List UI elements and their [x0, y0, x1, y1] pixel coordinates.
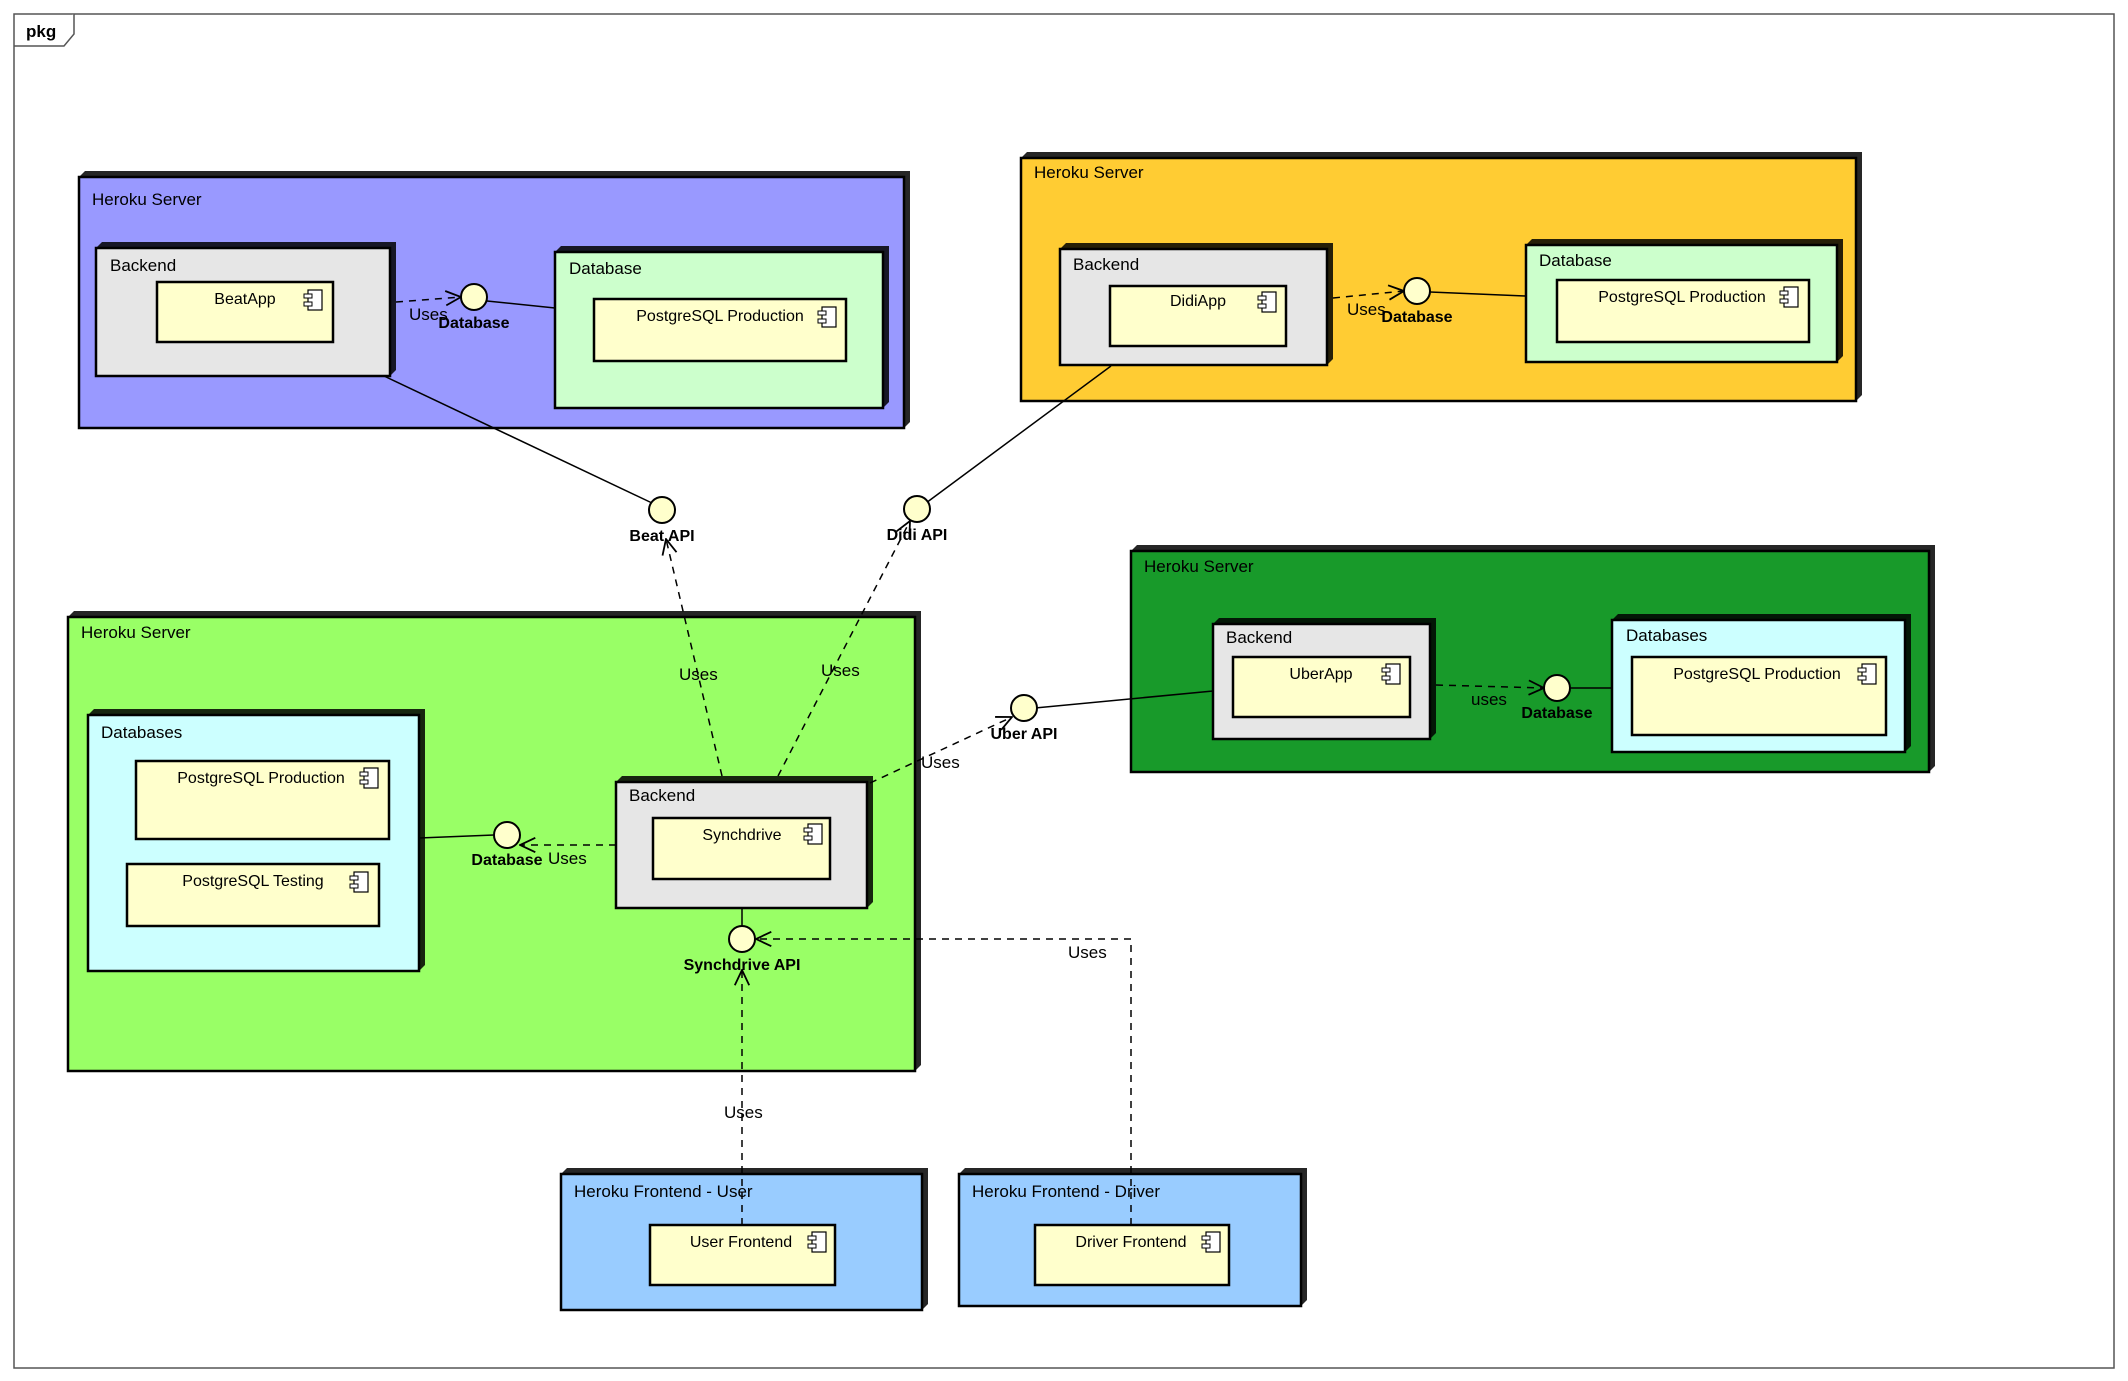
component-label: PostgreSQL Production [1598, 289, 1766, 306]
package-label: pkg [26, 22, 56, 41]
node-title: Heroku Frontend - User [574, 1182, 753, 1201]
interface-label: Beat API [629, 528, 694, 545]
edge-label-didi-uses-db: Uses [1347, 300, 1386, 319]
component-icon [1381, 663, 1401, 685]
sync-uses-uber-api [869, 717, 1012, 784]
interface-beat-database[interactable]: Database [438, 283, 510, 332]
node-title: Backend [629, 786, 695, 805]
sync-uses-beat-api [666, 539, 723, 777]
beat-db-provider-line [486, 300, 556, 309]
component-label: User Frontend [690, 1234, 792, 1251]
component-icon [803, 823, 823, 845]
component-label: Synchdrive [702, 827, 781, 844]
interface-beat-api[interactable]: Beat API [629, 496, 695, 545]
component-uberapp[interactable]: UberApp [1231, 655, 1412, 719]
component-label: PostgreSQL Production [177, 770, 345, 787]
interface-label: Synchdrive API [684, 957, 801, 974]
component-sync-postgresql-production[interactable]: PostgreSQL Production [134, 759, 391, 841]
component-label: PostgreSQL Testing [182, 873, 323, 890]
component-driver-frontend[interactable]: Driver Frontend [1033, 1223, 1231, 1287]
node-title: Heroku Frontend - Driver [972, 1182, 1160, 1201]
component-label: PostgreSQL Production [1673, 666, 1841, 683]
component-icon [359, 767, 379, 789]
node-title: Heroku Server [81, 623, 191, 642]
interface-didi-api[interactable]: Didi API [887, 495, 948, 544]
component-icon [1201, 1231, 1221, 1253]
edge-label-sync-uses-db: Uses [548, 849, 587, 868]
edge-label-user-uses-sync: Uses [724, 1103, 763, 1122]
beat-uses-database [395, 297, 461, 302]
sync-db-provider-line [418, 834, 495, 839]
component-didiapp[interactable]: DidiApp [1108, 284, 1288, 348]
component-label: Driver Frontend [1075, 1234, 1186, 1251]
component-didi-postgresql[interactable]: PostgreSQL Production [1555, 278, 1811, 344]
component-label: DidiApp [1170, 293, 1226, 310]
interface-label: Database [438, 315, 509, 332]
interface-sync-database[interactable]: Database [471, 821, 543, 869]
node-title: Databases [101, 723, 182, 742]
connectors [383, 291, 1612, 926]
edge-label-beat-uses-db: Uses [409, 305, 448, 324]
uber-uses-database [1435, 685, 1544, 688]
component-icon [303, 289, 323, 311]
node-title: Database [569, 259, 642, 278]
node-title: Heroku Server [1034, 163, 1144, 182]
interface-label: Database [1521, 705, 1592, 722]
component-label: BeatApp [214, 291, 275, 308]
edge-label-sync-uses-uber: Uses [921, 753, 960, 772]
dependencies [395, 291, 1544, 1225]
interface-uber-api[interactable]: Uber API [991, 694, 1058, 743]
edge-label-uber-uses-db: uses [1471, 690, 1507, 709]
interface-label: Didi API [887, 527, 948, 544]
interface-label: Database [471, 852, 542, 869]
didi-db-provider-line [1429, 291, 1527, 297]
node-title: Backend [110, 256, 176, 275]
driver-uses-sync-api [756, 939, 1132, 1225]
component-uber-postgresql[interactable]: PostgreSQL Production [1630, 655, 1888, 737]
edge-labels: Uses Uses uses Uses Uses Uses Uses Uses … [409, 300, 1507, 1122]
node-title: Heroku Server [1144, 557, 1254, 576]
node-title: Database [1539, 251, 1612, 270]
component-icon [1857, 663, 1877, 685]
node-title: Backend [1073, 255, 1139, 274]
package-frame: pkg [13, 13, 2115, 1369]
interface-didi-database[interactable]: Database [1381, 277, 1453, 326]
edge-label-sync-uses-beat: Uses [679, 665, 718, 684]
component-label: PostgreSQL Production [636, 308, 804, 325]
component-label: UberApp [1289, 666, 1352, 683]
beat-backend-api-line [383, 375, 653, 504]
node-title: Backend [1226, 628, 1292, 647]
component-beatapp[interactable]: BeatApp [155, 280, 335, 344]
component-icon [1257, 291, 1277, 313]
component-sync-postgresql-testing[interactable]: PostgreSQL Testing [125, 862, 381, 928]
interface-label: Database [1381, 309, 1452, 326]
interface-label: Uber API [991, 726, 1058, 743]
interface-synchdrive-api[interactable]: Synchdrive API [684, 925, 801, 974]
uber-backend-api-line [1034, 690, 1214, 709]
component-icon [817, 306, 837, 328]
edge-label-sync-uses-didi: Uses [821, 661, 860, 680]
component-icon [807, 1231, 827, 1253]
component-icon [349, 871, 369, 893]
sync-uses-didi-api [777, 521, 910, 777]
node-title: Heroku Server [92, 190, 202, 209]
component-icon [1779, 286, 1799, 308]
component-beat-postgresql[interactable]: PostgreSQL Production [592, 297, 848, 363]
didi-backend-api-line [925, 365, 1112, 504]
node-title: Databases [1626, 626, 1707, 645]
component-synchdrive[interactable]: Synchdrive [651, 816, 832, 881]
interface-uber-database[interactable]: Database [1521, 674, 1593, 722]
edge-label-driver-uses-sync: Uses [1068, 943, 1107, 962]
component-user-frontend[interactable]: User Frontend [648, 1223, 837, 1287]
